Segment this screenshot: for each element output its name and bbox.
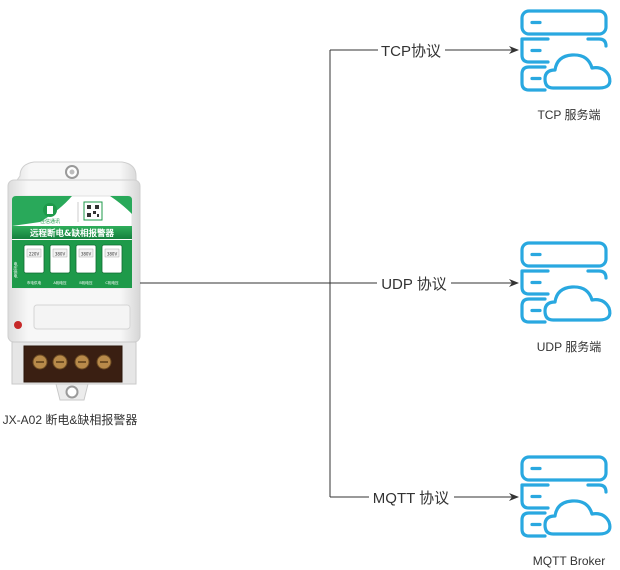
terminal-2: 380V A相电压 <box>49 244 71 285</box>
terminal-voltage: 380V <box>55 252 66 257</box>
device-title: 远程断电&缺相报警器 <box>30 228 114 239</box>
qr-code-icon <box>83 201 103 221</box>
device-label: JX-A02 断电&缺相报警器 <box>3 412 138 427</box>
brand-logo-icon <box>43 203 57 217</box>
server-label: MQTT Broker <box>533 554 605 568</box>
server-label: TCP 服务端 <box>537 107 600 122</box>
brand-name: 佳信通讯 <box>40 218 60 225</box>
terminal-voltage: 380V <box>81 252 92 257</box>
terminal-4: 380V C相电压 <box>101 244 123 285</box>
server-node-1: TCP 服务端 <box>520 9 612 122</box>
terminal-group: 220V 市电供电 380V A相电压 380V B相电压 380V C相电压 <box>23 244 123 285</box>
svg-text:TCP协议: TCP协议 <box>381 43 441 60</box>
connection-label-udp: UDP 协议 <box>377 273 451 293</box>
server-label: UDP 服务端 <box>537 339 601 354</box>
alarm-device: 佳信通讯 远程断电&缺相报警器 电压供电 220V市电供电380VA相电压380… <box>7 161 141 401</box>
connector-lines <box>140 46 519 501</box>
screw-terminals <box>32 354 112 370</box>
connection-label-tcp: TCP协议 <box>378 40 445 60</box>
terminal-caption: A相电压 <box>53 280 67 285</box>
svg-text:MQTT 协议: MQTT 协议 <box>373 490 449 507</box>
server-node-2: UDP 服务端 <box>520 241 612 354</box>
panel-caption: 电压供电 <box>14 261 19 278</box>
svg-text:UDP 协议: UDP 协议 <box>381 276 447 293</box>
power-led-icon <box>14 321 22 329</box>
server-node-3: MQTT Broker <box>520 455 612 568</box>
server-cloud-icon <box>520 455 612 538</box>
terminal-1: 220V 市电供电 <box>23 244 45 285</box>
terminal-caption: B相电压 <box>79 280 93 285</box>
terminal-voltage: 380V <box>107 252 118 257</box>
connection-label-mqtt: MQTT 协议 <box>369 487 454 507</box>
server-cloud-icon <box>520 241 612 324</box>
terminal-caption: C相电压 <box>105 280 119 285</box>
terminal-3: 380V B相电压 <box>75 244 97 285</box>
terminal-voltage: 220V <box>29 252 40 257</box>
server-cloud-icon <box>520 9 612 92</box>
terminal-caption: 市电供电 <box>27 280 42 285</box>
server-nodes: TCP 服务端 UDP 服务端 MQTT Broker <box>520 9 612 568</box>
